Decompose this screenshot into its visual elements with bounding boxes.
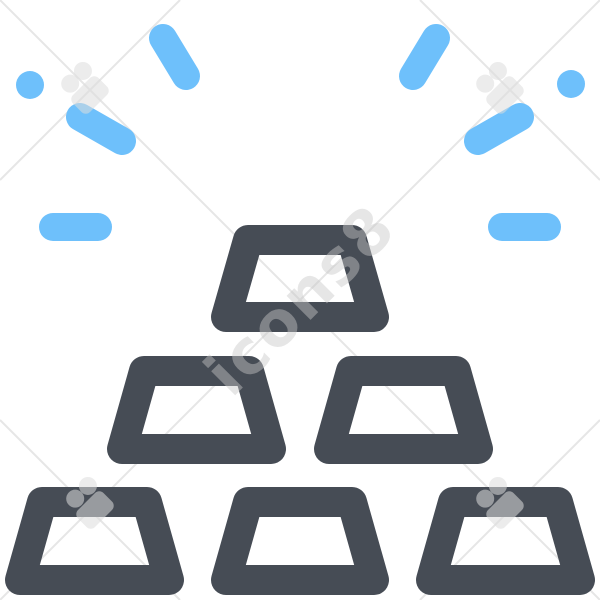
sparkle-ray-top-left	[149, 24, 200, 90]
watermark-logo	[66, 476, 114, 529]
sparkle-ray-mid-left	[66, 103, 136, 155]
sparkle-dot-left	[16, 71, 44, 99]
gold-bar-bottom-right	[416, 487, 595, 595]
watermark-logo	[476, 476, 524, 529]
sparkle-ray-top-right	[399, 24, 450, 90]
gold-bar-middle-left	[107, 356, 286, 464]
watermark-logo	[61, 61, 109, 114]
bars	[5, 225, 595, 595]
gold-bar-top	[211, 225, 389, 332]
sparkle-ray-mid-right	[464, 103, 534, 155]
sparkle-dot-right	[557, 70, 585, 98]
gold-bar-middle-right	[314, 356, 493, 464]
sparkles	[16, 24, 585, 241]
gold-bar-bottom-center	[211, 487, 389, 595]
watermark-logo	[476, 61, 524, 114]
watermark-logos	[61, 61, 524, 529]
